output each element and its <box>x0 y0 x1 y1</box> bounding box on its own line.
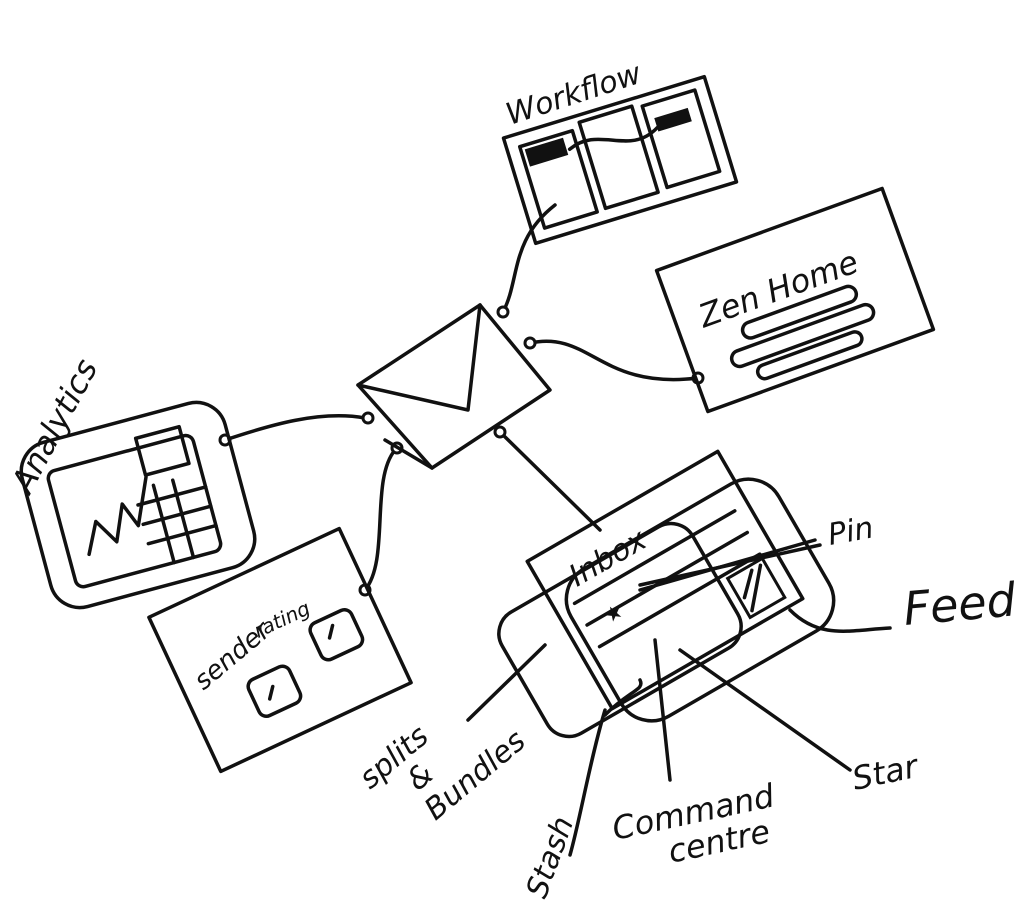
analytics-node: Analytics <box>3 353 257 610</box>
star-label: Star <box>849 747 923 798</box>
bundles-text: Bundles <box>418 723 532 827</box>
stash-label: Stash <box>520 812 582 903</box>
envelope-icon <box>356 303 552 470</box>
annotation-lines <box>466 538 892 857</box>
pin-label: Pin <box>825 511 876 553</box>
rating-label: rating <box>250 596 314 643</box>
sender-rating-node: sender rating <box>147 526 413 774</box>
workflow-label: Workflow <box>502 56 646 133</box>
analytics-label: Analytics <box>3 353 106 501</box>
command-centre-label: Command centre <box>609 776 778 870</box>
inbox-node: Inbox ★ <box>497 449 836 739</box>
workflow-node: Workflow <box>502 56 739 246</box>
feed-label: Feed <box>901 572 1018 636</box>
